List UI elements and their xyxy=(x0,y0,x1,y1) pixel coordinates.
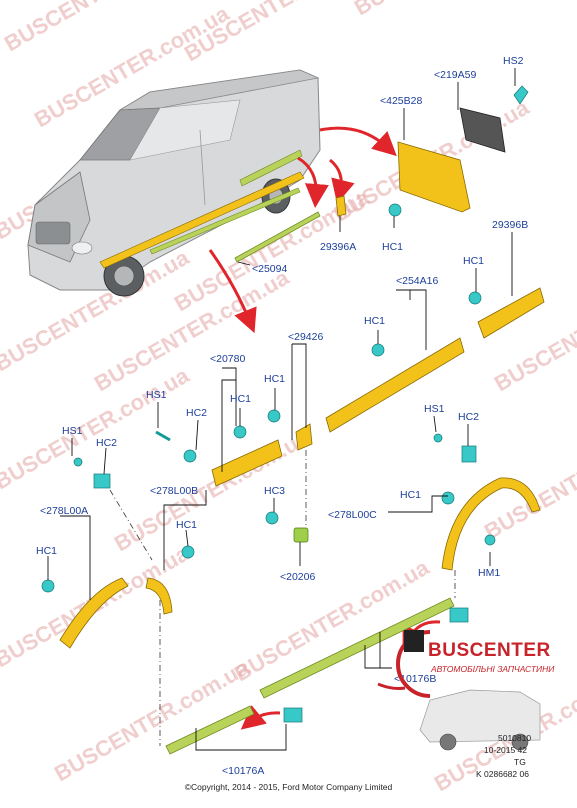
label-hc2-a: HC2 xyxy=(186,407,207,419)
label-10176A: <10176A xyxy=(222,765,264,777)
code-line-2: 10-2015 42 xyxy=(484,745,528,755)
label-29396A: 29396A xyxy=(320,241,356,253)
label-425B28: <425B28 xyxy=(380,95,422,107)
clip-hc1-278L00B xyxy=(181,545,195,559)
fasteners xyxy=(41,291,496,723)
rear-quarter-panel xyxy=(397,141,471,213)
callout-arrows xyxy=(208,126,441,730)
label-hc1-b: HC1 xyxy=(463,255,484,267)
clip-hc2-278L00C xyxy=(461,445,477,463)
label-25094: <25094 xyxy=(252,263,287,275)
label-hm1: HM1 xyxy=(478,567,500,579)
clip-hc1-278L00C xyxy=(441,491,455,505)
clip-hc1-20780 xyxy=(233,425,247,439)
wheel-arch-278L00A xyxy=(59,577,129,649)
strip-10176A xyxy=(165,705,255,755)
side-mouldings xyxy=(59,287,545,649)
screw-hs2 xyxy=(513,85,529,105)
copyright-notice: ©Copyright, 2014 - 2015, Ford Motor Comp… xyxy=(184,782,393,792)
watermark-3: BUSCENTER.com.ua xyxy=(350,0,554,20)
code-line-3: TG xyxy=(514,757,526,767)
moulding-29396B xyxy=(477,287,545,339)
moulding-29426 xyxy=(295,423,313,451)
wheel-arch-278L00B xyxy=(145,577,173,615)
bracket-20206 xyxy=(293,527,309,543)
screw-hs1-278L00A xyxy=(73,457,83,467)
code-line-1: 5010810 xyxy=(498,733,532,743)
label-hc2-b: HC2 xyxy=(96,437,117,449)
clip-hc2-20780 xyxy=(183,449,197,463)
label-219A59: <219A59 xyxy=(434,69,476,81)
label-20206: <20206 xyxy=(280,571,315,583)
label-254A16: <254A16 xyxy=(396,275,438,287)
clip-hc1-254A16 xyxy=(371,343,385,357)
brand-logo xyxy=(377,630,431,698)
moulding-20780 xyxy=(211,439,283,487)
label-278L00B: <278L00B xyxy=(150,485,198,497)
label-278L00A: <278L00A xyxy=(40,505,88,517)
van-illustration xyxy=(27,69,321,297)
wheel-arch-278L00C xyxy=(441,477,541,571)
mounting-plate xyxy=(459,107,506,153)
clip-hm1 xyxy=(484,534,496,546)
screw-hs1-20780 xyxy=(155,430,171,442)
clip-hc1-a xyxy=(388,203,402,217)
label-hc3: HC3 xyxy=(264,485,285,497)
label-hs1-a: HS1 xyxy=(146,389,167,401)
label-20780: <20780 xyxy=(210,353,245,365)
watermark-13: BUSCENTER.com.ua xyxy=(480,412,577,544)
label-hc1-f: HC1 xyxy=(176,519,197,531)
clip-10176A xyxy=(283,707,303,723)
strip-10176B xyxy=(259,597,455,699)
clip-hc1-29426 xyxy=(267,409,281,423)
moulding-254A16 xyxy=(325,337,465,433)
rear-panel-group xyxy=(234,85,529,263)
label-hc1-d: HC1 xyxy=(264,373,285,385)
clip-hc3 xyxy=(265,511,279,525)
strip-25094 xyxy=(234,211,321,263)
part-labels: HS2 <219A59 <425B28 HC1 29396A 29396B <2… xyxy=(36,55,528,777)
label-29396B: 29396B xyxy=(492,219,528,231)
screw-hs1-278L00C xyxy=(433,433,443,443)
label-hs2: HS2 xyxy=(503,55,524,67)
clip-hc2-278L00A xyxy=(93,473,111,489)
clip-hc1-278L00A xyxy=(41,579,55,593)
part-29396A-body xyxy=(335,195,347,217)
lower-strips xyxy=(165,597,455,755)
label-278L00C: <278L00C xyxy=(328,509,377,521)
brand-tagline: АВТОМОБІЛЬНІ ЗАПЧАСТИНИ xyxy=(431,664,555,674)
label-hc1-a: HC1 xyxy=(382,241,403,253)
label-hc1-e: HC1 xyxy=(230,393,251,405)
label-hc1-c: HC1 xyxy=(364,315,385,327)
label-hc1-g: HC1 xyxy=(36,545,57,557)
thumbnail-van xyxy=(419,689,541,751)
watermark-10: BUSCENTER.com.ua xyxy=(490,264,577,396)
label-hc2-c: HC2 xyxy=(458,411,479,423)
label-hc1-h: HC1 xyxy=(400,489,421,501)
leader-lines xyxy=(47,68,516,751)
clip-hc1-29396B xyxy=(468,291,482,305)
label-hs1-b: HS1 xyxy=(62,425,83,437)
label-hs1-c: HS1 xyxy=(424,403,445,415)
code-line-4: K 0286682 06 xyxy=(476,769,529,779)
label-29426: <29426 xyxy=(288,331,323,343)
clip-10176B xyxy=(449,607,469,623)
alignment-lines xyxy=(109,450,456,746)
brand-name: BUSCENTER xyxy=(428,640,551,661)
